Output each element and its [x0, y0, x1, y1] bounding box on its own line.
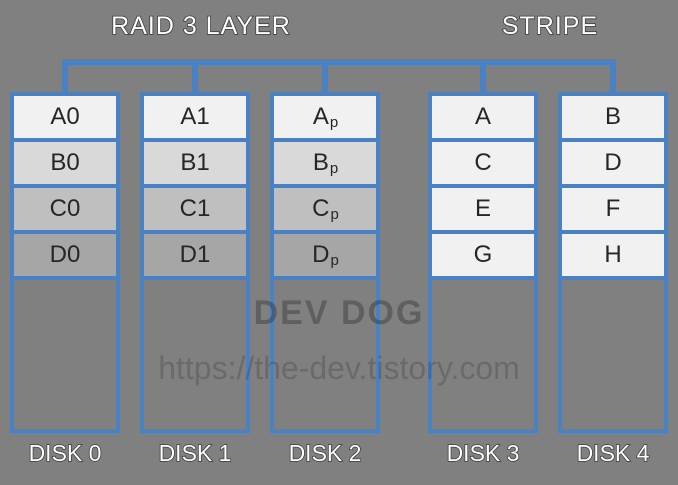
- disk-cell-label: C: [312, 195, 330, 222]
- disk-cell-label: D: [312, 241, 330, 268]
- disk-cell: D0: [14, 234, 116, 280]
- disk-cell-label: D: [604, 149, 622, 176]
- disk-cell: F: [562, 188, 664, 234]
- connector-leg-4: [610, 59, 616, 93]
- disk-cell-label: A: [474, 103, 491, 130]
- disk-caption-2: DISK 2: [288, 439, 362, 467]
- disk-cell-subscript: p: [330, 251, 339, 269]
- disk-caption-1: DISK 1: [158, 439, 232, 467]
- disk-cell: D1: [144, 234, 246, 280]
- disk-cell-label: A: [312, 103, 329, 130]
- disk-cell-label: C1: [179, 195, 211, 222]
- disk-cell: E: [432, 188, 534, 234]
- disk-cell: B1: [144, 142, 246, 188]
- disk-cell-label: E: [474, 195, 491, 222]
- disk-cell-label: D0: [49, 241, 81, 268]
- group-title-raid3: RAID 3 LAYER: [110, 11, 291, 41]
- disk-cell-label: C0: [49, 195, 81, 222]
- disk-cell: C0: [14, 188, 116, 234]
- disk-cell: D: [562, 142, 664, 188]
- disk-cell-label: H: [604, 241, 622, 268]
- connector-bus-bar: [62, 59, 613, 65]
- disk-free-space: [14, 280, 116, 429]
- disk-cell-label: G: [473, 241, 493, 268]
- disk-free-space: [432, 280, 534, 429]
- disk-cell: C1: [144, 188, 246, 234]
- disk-caption-4: DISK 4: [576, 439, 650, 467]
- disk-free-space: [562, 280, 664, 429]
- disk-cell: A0: [14, 96, 116, 142]
- disk-cell-subscript: p: [330, 205, 339, 223]
- disk-cell-label: B: [604, 103, 621, 130]
- disk-cell-label: C: [474, 149, 492, 176]
- disk-cell-subscript: p: [329, 159, 339, 177]
- disk-cell-label: B1: [180, 149, 210, 176]
- disk-cell-label: A0: [50, 103, 80, 130]
- disk-cell-label: F: [605, 195, 621, 222]
- disk-free-space: [144, 280, 246, 429]
- connector-leg-2: [322, 59, 328, 93]
- disk-cell: G: [432, 234, 534, 280]
- disk-caption-0: DISK 0: [28, 439, 102, 467]
- disk-cell: C: [432, 142, 534, 188]
- disk-cell-label: A1: [180, 103, 210, 130]
- group-title-stripe: STRIPE: [501, 11, 599, 41]
- disk-cell: B: [562, 96, 664, 142]
- disk-cell: B0: [14, 142, 116, 188]
- disk-cell: H: [562, 234, 664, 280]
- disk-cell: A1: [144, 96, 246, 142]
- disk-cell-subscript: p: [329, 113, 339, 131]
- connector-leg-3: [480, 59, 486, 93]
- disk-caption-3: DISK 3: [446, 439, 520, 467]
- disk-cell-label: D1: [179, 241, 211, 268]
- connector-leg-0: [62, 59, 68, 93]
- disk-cell: A: [432, 96, 534, 142]
- disk-cell-label: B0: [50, 149, 80, 176]
- disk-free-space: [274, 280, 376, 429]
- connector-leg-1: [192, 59, 198, 93]
- disk-cell-label: B: [312, 149, 329, 176]
